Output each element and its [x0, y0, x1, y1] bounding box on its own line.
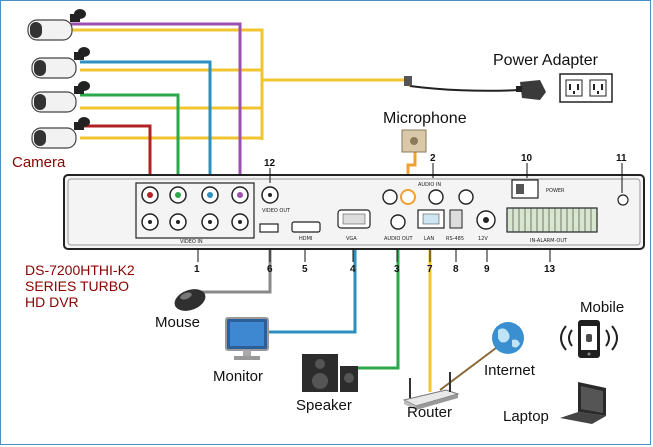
microphone-icon	[401, 129, 427, 153]
vga-text: VGA	[346, 236, 357, 242]
callout-6: 6	[267, 264, 273, 275]
hdmi-port	[291, 221, 321, 233]
callout-4: 4	[350, 264, 356, 275]
wire-monitor	[268, 228, 357, 334]
internet-globe-icon	[492, 322, 524, 354]
adapter-cable	[409, 85, 521, 92]
laptop-label: Laptop	[503, 408, 549, 425]
adapter-plug-icon	[404, 76, 412, 86]
audio-out-jack	[390, 214, 406, 230]
callout-7: 7	[427, 264, 433, 275]
callout-5: 5	[302, 264, 308, 275]
audio-in-jack-1	[382, 189, 398, 205]
callout-1: 1	[194, 264, 200, 275]
callout-10: 10	[521, 153, 533, 164]
camera-label: Camera	[12, 154, 66, 171]
wire-cam3	[80, 93, 180, 195]
power-adapter-icon	[516, 80, 546, 100]
camera-4-icon	[31, 117, 90, 149]
monitor-icon	[225, 317, 269, 360]
callout-3: 3	[394, 264, 400, 275]
microphone-label: Microphone	[383, 110, 467, 127]
video-in-text: VIDEO IN	[180, 239, 203, 245]
power-adapter-label: Power Adapter	[493, 52, 598, 69]
laptop-icon	[560, 382, 606, 424]
speaker-icon	[302, 354, 358, 392]
hdmi-text: HDMI	[299, 236, 312, 242]
dvr-back-panel: VIDEO IN VIDEO OUT HDMI VGA AUDIO IN AUD…	[63, 174, 645, 250]
model-line-3: HD DVR	[25, 294, 79, 310]
monitor-label: Monitor	[213, 368, 264, 385]
camera-3-icon	[31, 81, 90, 113]
wire-cam4	[80, 124, 152, 195]
router-icon	[402, 372, 460, 410]
rs485-text: RS-485	[446, 236, 464, 242]
wire-cam2	[80, 60, 212, 195]
internet-label: Internet	[484, 362, 535, 379]
wifi-icon	[560, 325, 618, 351]
usb-port	[259, 223, 279, 233]
power-outlet-icon	[559, 73, 613, 103]
audio-in-jack-3	[428, 189, 444, 205]
rs485-port	[449, 209, 463, 229]
alarm-terminal	[506, 207, 598, 233]
callout-lines	[197, 163, 623, 262]
dvr-model-label: DS-7200HTHI-K2 SERIES TURBO HD DVR	[25, 262, 135, 310]
video-out-text: VIDEO OUT	[262, 208, 291, 214]
power-text: POWER	[546, 188, 565, 194]
audio-in-jack-4	[458, 189, 474, 205]
dc12v-text: 12V	[478, 236, 488, 242]
callout-9: 9	[484, 264, 490, 275]
camera-1-icon	[27, 9, 86, 41]
lan-text: LAN	[424, 236, 434, 242]
wire-speaker	[356, 220, 400, 370]
mobile-icon	[578, 320, 600, 358]
callout-12: 12	[264, 158, 276, 169]
callout-2: 2	[430, 153, 436, 164]
alarm-text: IN-ALARM-OUT	[530, 238, 568, 244]
model-line-1: DS-7200HTHI-K2	[25, 262, 135, 278]
audio-in-text: AUDIO IN	[418, 182, 441, 188]
audio-out-text: AUDIO OUT	[384, 236, 414, 242]
callout-8: 8	[453, 264, 459, 275]
power-switch	[511, 179, 539, 199]
speaker-label: Speaker	[296, 397, 352, 414]
mouse-label: Mouse	[155, 314, 201, 331]
mobile-label: Mobile	[580, 299, 625, 316]
camera-2-icon	[31, 47, 90, 79]
router-label: Router	[407, 404, 453, 421]
wire-cam1	[70, 22, 242, 195]
model-line-2: SERIES TURBO	[25, 278, 129, 294]
mouse-icon	[174, 289, 206, 311]
audio-in-jack-2	[400, 189, 416, 205]
callout-11: 11	[616, 153, 627, 164]
ground-screw	[617, 194, 629, 206]
callout-13: 13	[544, 264, 556, 275]
